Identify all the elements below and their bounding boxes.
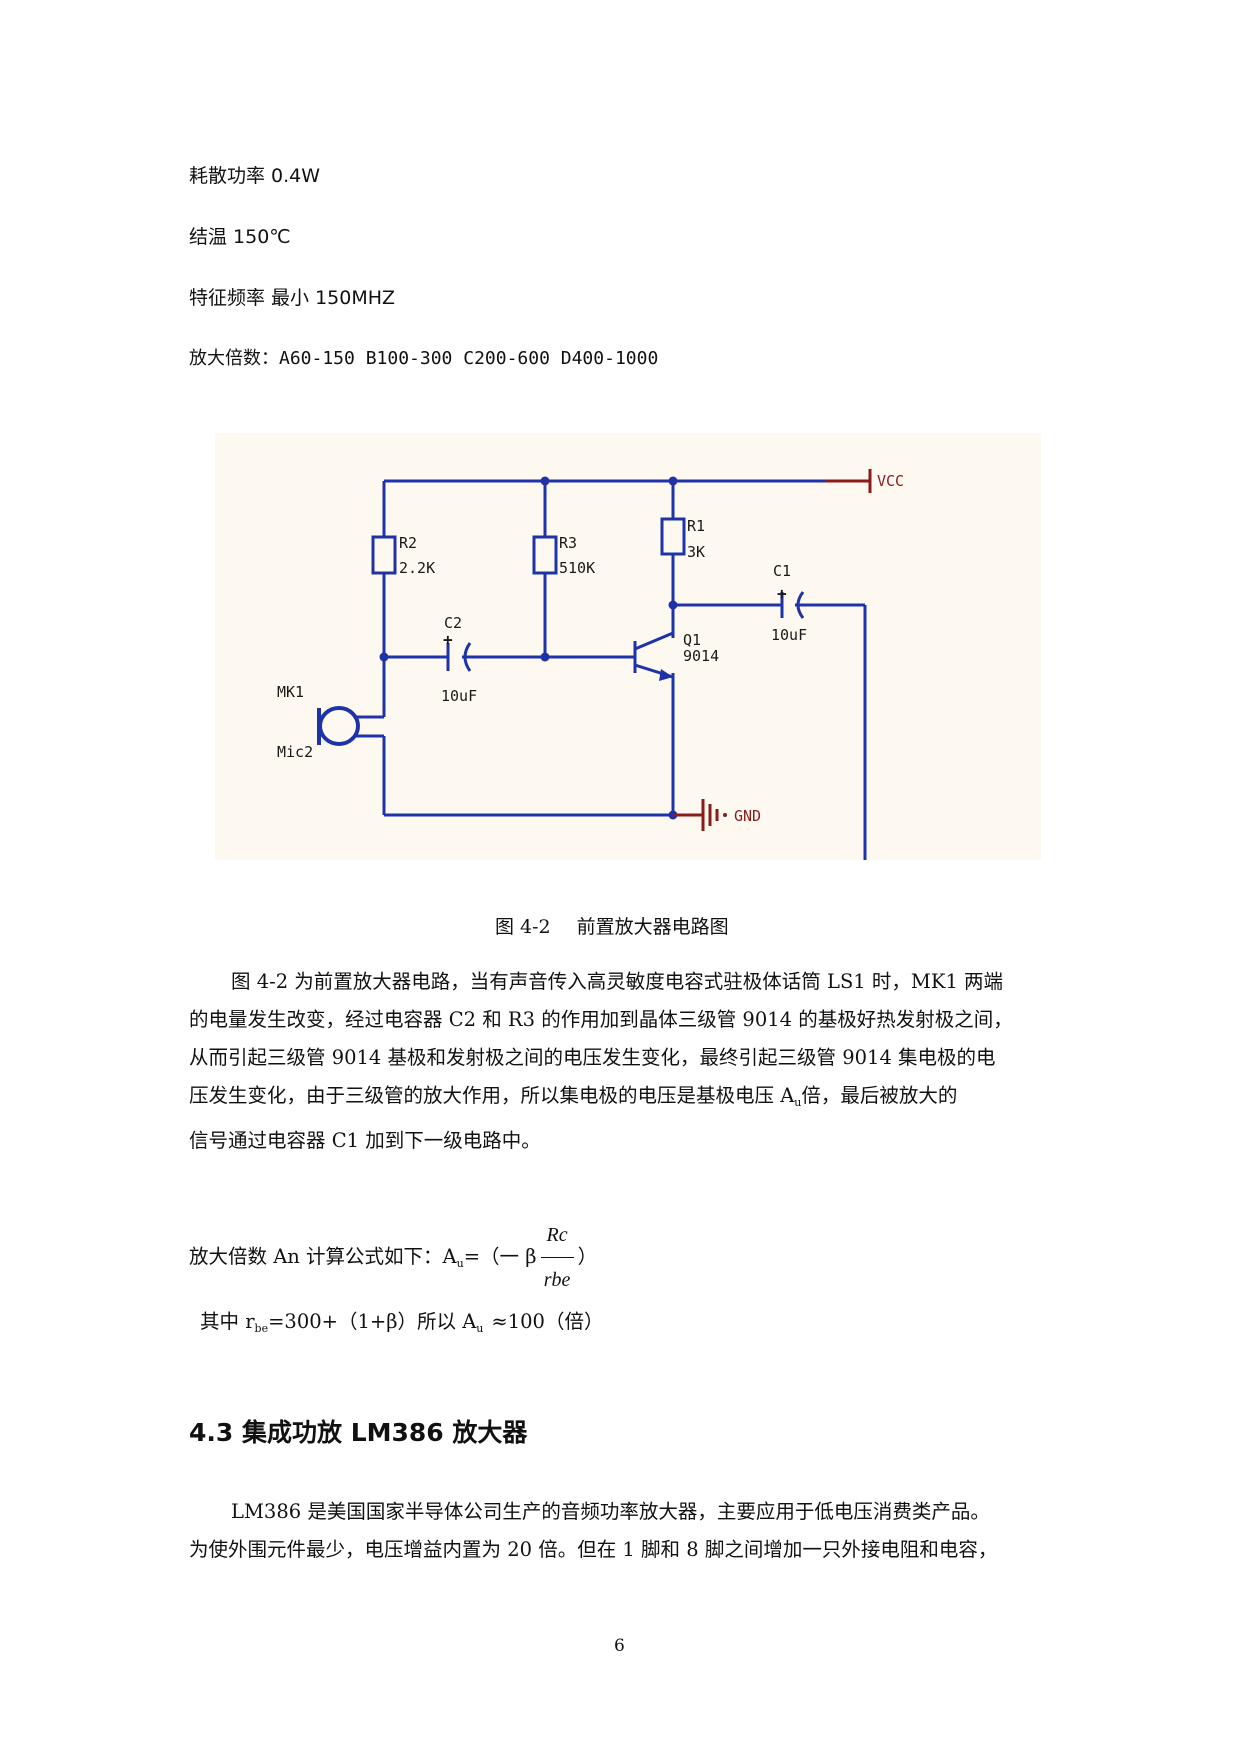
vcc-label: VCC [877, 472, 904, 490]
paragraph-line: 压发生变化，由于三级管的放大作用，所以集电极的电压是基极电压 Au倍，最后被放大… [189, 1084, 958, 1109]
transistor-arrow [659, 669, 673, 681]
caption-number: 图 4-2 [495, 916, 551, 938]
paragraph-circuit-explanation: 图 4-2 为前置放大器电路，当有声音传入高灵敏度电容式驻极体话筒 LS1 时，… [189, 963, 1051, 1160]
q1-name: Q1 [683, 631, 701, 649]
formula-numerator: Rc [540, 1216, 574, 1258]
caption-title: 前置放大器电路图 [576, 916, 729, 938]
formula-fraction: Rc rbe [540, 1216, 574, 1299]
formula-eq: =（一 β [463, 1245, 537, 1268]
capacitor-c1 [780, 591, 805, 619]
page-number: 6 [614, 1636, 625, 1656]
junction-dots [379, 476, 678, 820]
c1-name: C1 [773, 562, 791, 580]
q1-value: 9014 [683, 647, 719, 665]
paragraph-lm386-intro: LM386 是美国国家半导体公司生产的音频功率放大器，主要应用于低电压消费类产品… [189, 1493, 1051, 1569]
c1-value: 10uF [771, 626, 807, 644]
rbe-definition: 其中 rbe=300+（1+β）所以 Au≈100（倍） [200, 1310, 604, 1335]
formula-denominator: rbe [543, 1269, 571, 1291]
r3-value: 510K [559, 559, 595, 577]
paragraph-line: 信号通过电容器 C1 加到下一级电路中。 [189, 1129, 541, 1152]
r3-name: R3 [559, 534, 577, 552]
c2-plus: + [443, 630, 453, 649]
r1-value: 3K [687, 543, 705, 561]
spec-junction-temp: 结温 150℃ [189, 226, 291, 248]
c2-name: C2 [444, 614, 462, 632]
r2-name: R2 [399, 534, 417, 552]
formula-close: ） [577, 1245, 598, 1268]
transistor-q1 [633, 631, 674, 679]
formula-prefix: 放大倍数 An 计算公式如下：A [189, 1245, 457, 1268]
gnd-label: GND [734, 807, 761, 825]
formula-sub: u [456, 1257, 464, 1270]
r2-value: 2.2K [399, 559, 435, 577]
spec-gain: 放大倍数：A60-150 B100-300 C200-600 D400-1000 [189, 348, 659, 369]
paragraph-line: LM386 是美国国家半导体公司生产的音频功率放大器，主要应用于低电压消费类产品… [231, 1500, 990, 1523]
paragraph-line: 为使外围元件最少，电压增益内置为 20 倍。但在 1 脚和 8 脚之间增加一只外… [189, 1538, 998, 1561]
resistor-r1 [660, 517, 686, 556]
c1-plus: + [777, 584, 787, 603]
figure-caption: 图 4-2 前置放大器电路图 [495, 912, 729, 939]
paragraph-line: 从而引起三级管 9014 基极和发射极之间的电压发生变化，最终引起三级管 901… [189, 1046, 996, 1069]
c2-value: 10uF [441, 687, 477, 705]
resistor-r3 [532, 535, 558, 575]
paragraph-line: 的电量发生改变，经过电容器 C2 和 R3 的作用加到晶体三级管 9014 的基… [189, 1008, 1013, 1031]
gnd-symbol [673, 799, 719, 831]
resistor-r2 [371, 535, 397, 575]
preamp-circuit-diagram: VCC GND R2 2.2K R3 510K R1 3K C1 10uF + … [277, 469, 904, 860]
paragraph-line: 图 4-2 为前置放大器电路，当有声音传入高灵敏度电容式驻极体话筒 LS1 时，… [231, 970, 1004, 993]
spec-frequency: 特征频率 最小 150MHZ [189, 287, 396, 309]
section-heading: 4.3 集成功放 LM386 放大器 [189, 1418, 528, 1447]
mk1-name: MK1 [277, 683, 304, 701]
microphone-mk1 [317, 706, 360, 746]
circuit-wires [355, 479, 870, 860]
vcc-symbol [825, 469, 872, 493]
mk1-value: Mic2 [277, 743, 313, 761]
preamp-circuit-figure: VCC GND R2 2.2K R3 510K R1 3K C1 10uF + … [215, 433, 1041, 860]
capacitor-c2 [446, 642, 472, 672]
spec-dissipation: 耗散功率 0.4W [189, 165, 321, 187]
r1-name: R1 [687, 517, 705, 535]
